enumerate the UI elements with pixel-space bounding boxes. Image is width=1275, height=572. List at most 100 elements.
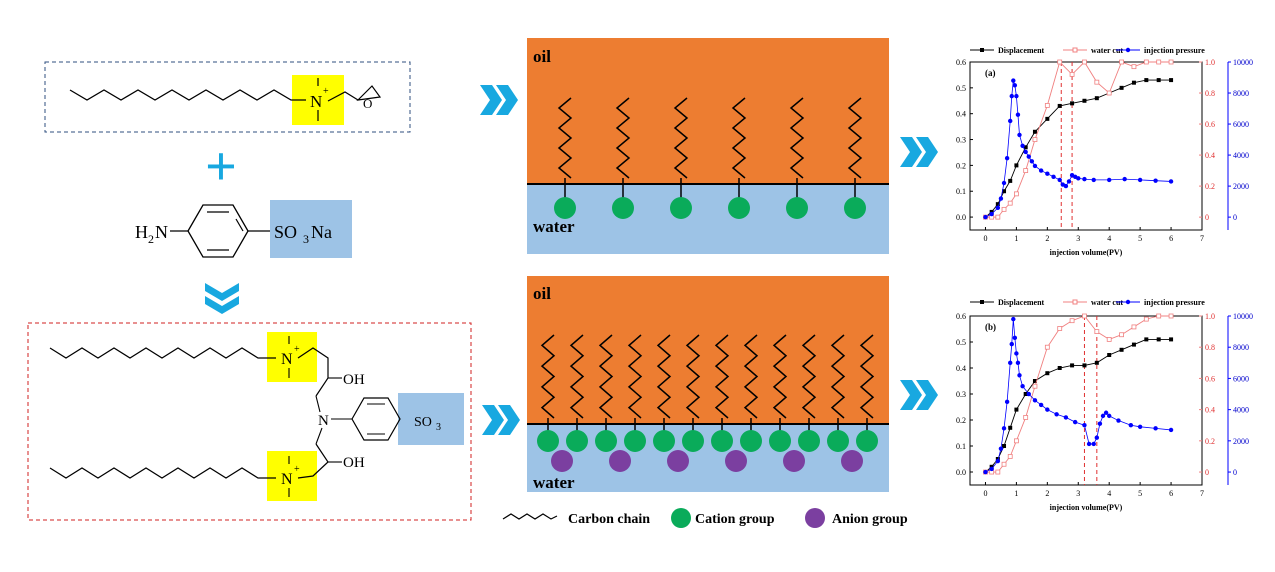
x-tick-label: 6	[1169, 489, 1173, 498]
pressure-point	[1045, 407, 1050, 412]
anion-group	[841, 450, 863, 472]
pressure-point	[1168, 427, 1174, 433]
y-left-tick-label: 0.2	[956, 161, 966, 170]
plot-frame	[969, 315, 1203, 486]
water-cut-point	[1032, 383, 1038, 389]
cation-group	[798, 430, 820, 452]
pressure-point	[1029, 159, 1035, 164]
pressure-point	[1008, 118, 1013, 124]
pressure-point	[989, 211, 994, 217]
pressure-point	[1051, 174, 1056, 179]
y-right1-tick-label: 0	[1205, 468, 1209, 477]
y-right1-tick-label: 0	[1205, 213, 1209, 222]
pressure-point	[1107, 177, 1112, 183]
pressure-point	[1097, 421, 1103, 426]
y-right2-tick-label: 4000	[1233, 406, 1249, 415]
y-right2-tick-label: 2000	[1233, 182, 1249, 191]
displacement-point	[1057, 103, 1062, 108]
legend-marker	[1125, 299, 1131, 305]
water-cut-point	[1119, 332, 1124, 338]
water-cut-point	[1044, 103, 1050, 108]
x-tick-label: 5	[1138, 489, 1142, 498]
pressure-point	[1091, 177, 1096, 183]
carbon-chain	[789, 97, 805, 179]
right-chevron-icon	[900, 137, 938, 167]
cation-group	[566, 430, 588, 452]
pressure-point	[1137, 424, 1143, 429]
series-line	[985, 80, 1172, 218]
displacement-point	[1131, 342, 1136, 347]
cation-group	[769, 430, 791, 452]
displacement-point	[1144, 337, 1149, 342]
carbon-chain	[859, 334, 875, 419]
pressure-point	[1038, 168, 1044, 173]
displacement-point	[1169, 78, 1174, 83]
bond	[235, 218, 244, 232]
y-right1-tick-label: 0.4	[1205, 151, 1215, 160]
y-left-tick-label: 0.5	[956, 338, 966, 347]
legend-label: injection pressure	[1144, 298, 1205, 307]
pressure-point	[998, 446, 1004, 451]
sodium: Na	[311, 222, 332, 242]
y-right1-tick-label: 0.2	[1205, 437, 1215, 446]
pressure-point	[1054, 412, 1059, 417]
x-tick-label: 2	[1045, 489, 1049, 498]
water-cut-point	[1069, 72, 1075, 77]
pressure-point	[1014, 93, 1019, 99]
displacement-point	[1008, 425, 1013, 430]
y-left-tick-label: 0.4	[956, 364, 966, 373]
water-cut-point	[1106, 337, 1112, 342]
cation-group	[554, 197, 576, 219]
pressure-point	[1168, 179, 1174, 184]
pressure-point	[1082, 423, 1087, 428]
displacement-point	[1156, 337, 1161, 342]
pressure-point	[1012, 335, 1018, 341]
hydroxyl-lower: OH	[343, 455, 365, 471]
pressure-point	[1012, 83, 1018, 88]
interface-panel-bottom: oil water	[527, 276, 889, 492]
legend: Carbon chain Cation group Anion group	[502, 508, 908, 528]
water-cut-point	[1007, 200, 1013, 206]
water-cut-point	[1007, 454, 1013, 459]
epoxide-ring	[356, 85, 382, 101]
amine-n: N	[155, 222, 168, 242]
pressure-point	[998, 196, 1004, 201]
pressure-point	[1004, 155, 1010, 161]
pressure-point	[1086, 441, 1092, 447]
x-tick-label: 7	[1200, 489, 1204, 498]
chemistry-panel: N + O + H 2 N SO 3 Na N +	[27, 61, 472, 521]
water-cut-point	[1168, 59, 1174, 65]
panel-label: (a)	[985, 68, 996, 78]
pressure-point	[989, 466, 994, 472]
legend-carbon-chain: Carbon chain	[568, 512, 650, 527]
pressure-point	[995, 458, 1001, 464]
carbon-chain	[685, 334, 701, 419]
water-cut-point	[1023, 168, 1029, 173]
pressure-point	[1153, 426, 1158, 431]
water-cut-point	[1131, 324, 1137, 330]
pressure-point	[983, 214, 988, 220]
cation-group	[856, 430, 878, 452]
carbon-chain	[772, 334, 788, 419]
displacement-point	[1119, 347, 1124, 352]
pressure-point	[1091, 441, 1096, 447]
x-tick-label: 3	[1076, 489, 1080, 498]
y-right1-tick-label: 0.8	[1205, 343, 1215, 352]
y-right2-tick-label: 10000	[1233, 58, 1253, 67]
cation-group	[711, 430, 733, 452]
pressure-point	[1107, 413, 1112, 419]
carbon-chain	[731, 97, 747, 179]
x-tick-label: 4	[1107, 234, 1111, 243]
linker-upper	[297, 347, 329, 397]
water-cut-point	[1119, 59, 1124, 65]
epoxide-oxygen: O	[363, 96, 372, 111]
cation-group	[653, 430, 675, 452]
y-left-tick-label: 0.1	[956, 442, 966, 451]
displacement-point	[1008, 178, 1013, 183]
cation-group	[728, 197, 750, 219]
x-tick-label: 1	[1014, 489, 1018, 498]
amine-h-sub: 2	[148, 232, 154, 246]
bond	[315, 395, 321, 413]
y-left-tick-label: 0.6	[956, 58, 966, 67]
